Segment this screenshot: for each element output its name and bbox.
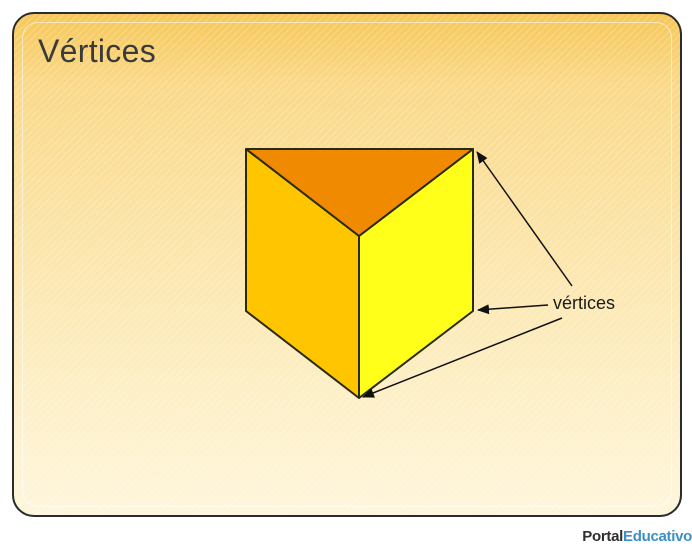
- vertices-label: vértices: [553, 293, 615, 313]
- portal-educativo-logo: PortalEducativo: [582, 528, 692, 545]
- arrow-to-bottom-vertex: [362, 317, 563, 398]
- logo-part-educativo: Educativo: [623, 528, 692, 545]
- prism-top-face: [245, 148, 474, 237]
- arrow-to-top-right-vertex: [476, 151, 573, 287]
- slide-title: Vértices: [38, 33, 156, 69]
- logo-part-portal: Portal: [582, 528, 624, 545]
- arrow-to-mid-right-vertex: [477, 304, 549, 315]
